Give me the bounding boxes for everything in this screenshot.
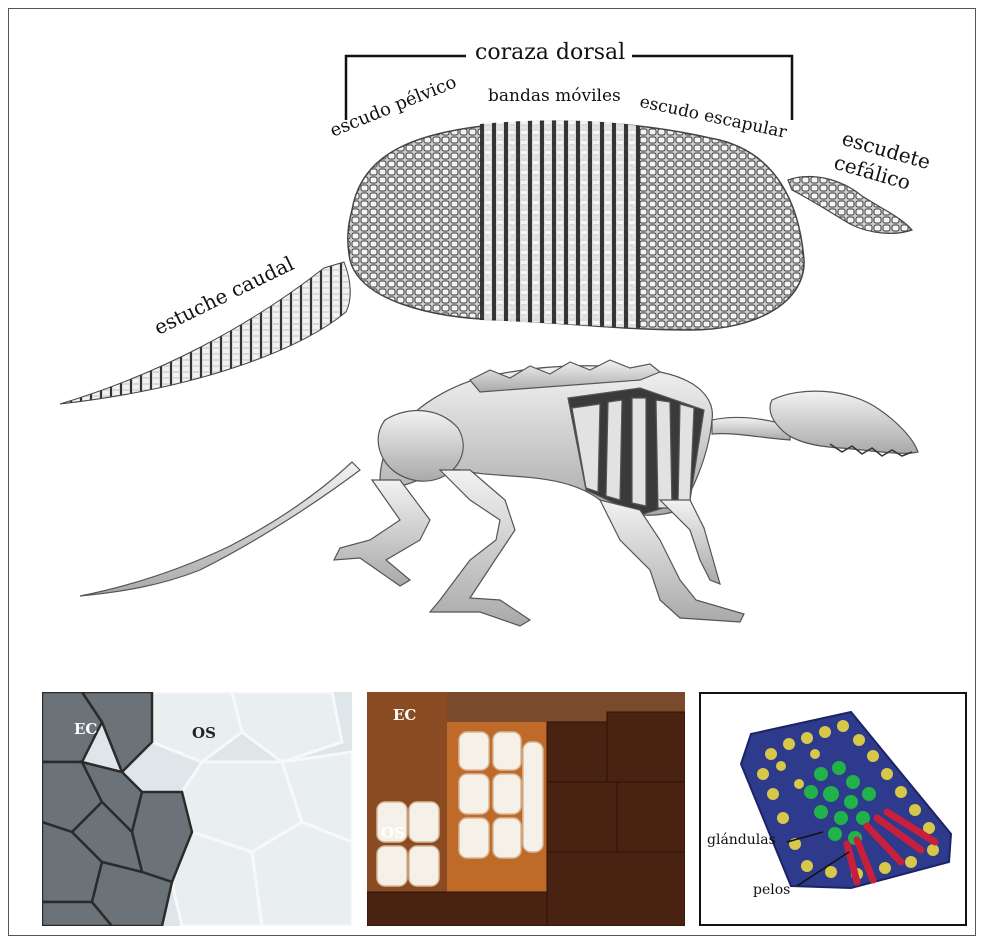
skeleton bbox=[80, 360, 918, 626]
label-ec-middle: EC bbox=[393, 706, 416, 724]
label-coraza-dorsal: coraza dorsal bbox=[475, 40, 625, 65]
tomography-render bbox=[701, 694, 965, 924]
label-os-left: OS bbox=[192, 724, 216, 742]
dorsal-carapace bbox=[348, 120, 804, 330]
label-ec-left: EC bbox=[74, 720, 97, 738]
label-os-middle: OS bbox=[381, 824, 405, 842]
label-bandas-moviles: bandas móviles bbox=[488, 86, 621, 106]
tail-sheath bbox=[60, 262, 350, 404]
osteoderms-photo-panel: EC OS bbox=[42, 692, 352, 926]
section-photo-panel: EC OS bbox=[367, 692, 685, 926]
label-pelos: pelos bbox=[753, 882, 790, 898]
section-texture bbox=[367, 692, 685, 926]
scan-panel: glándulas pelos bbox=[699, 692, 967, 926]
label-glandulas: glándulas bbox=[707, 832, 776, 848]
